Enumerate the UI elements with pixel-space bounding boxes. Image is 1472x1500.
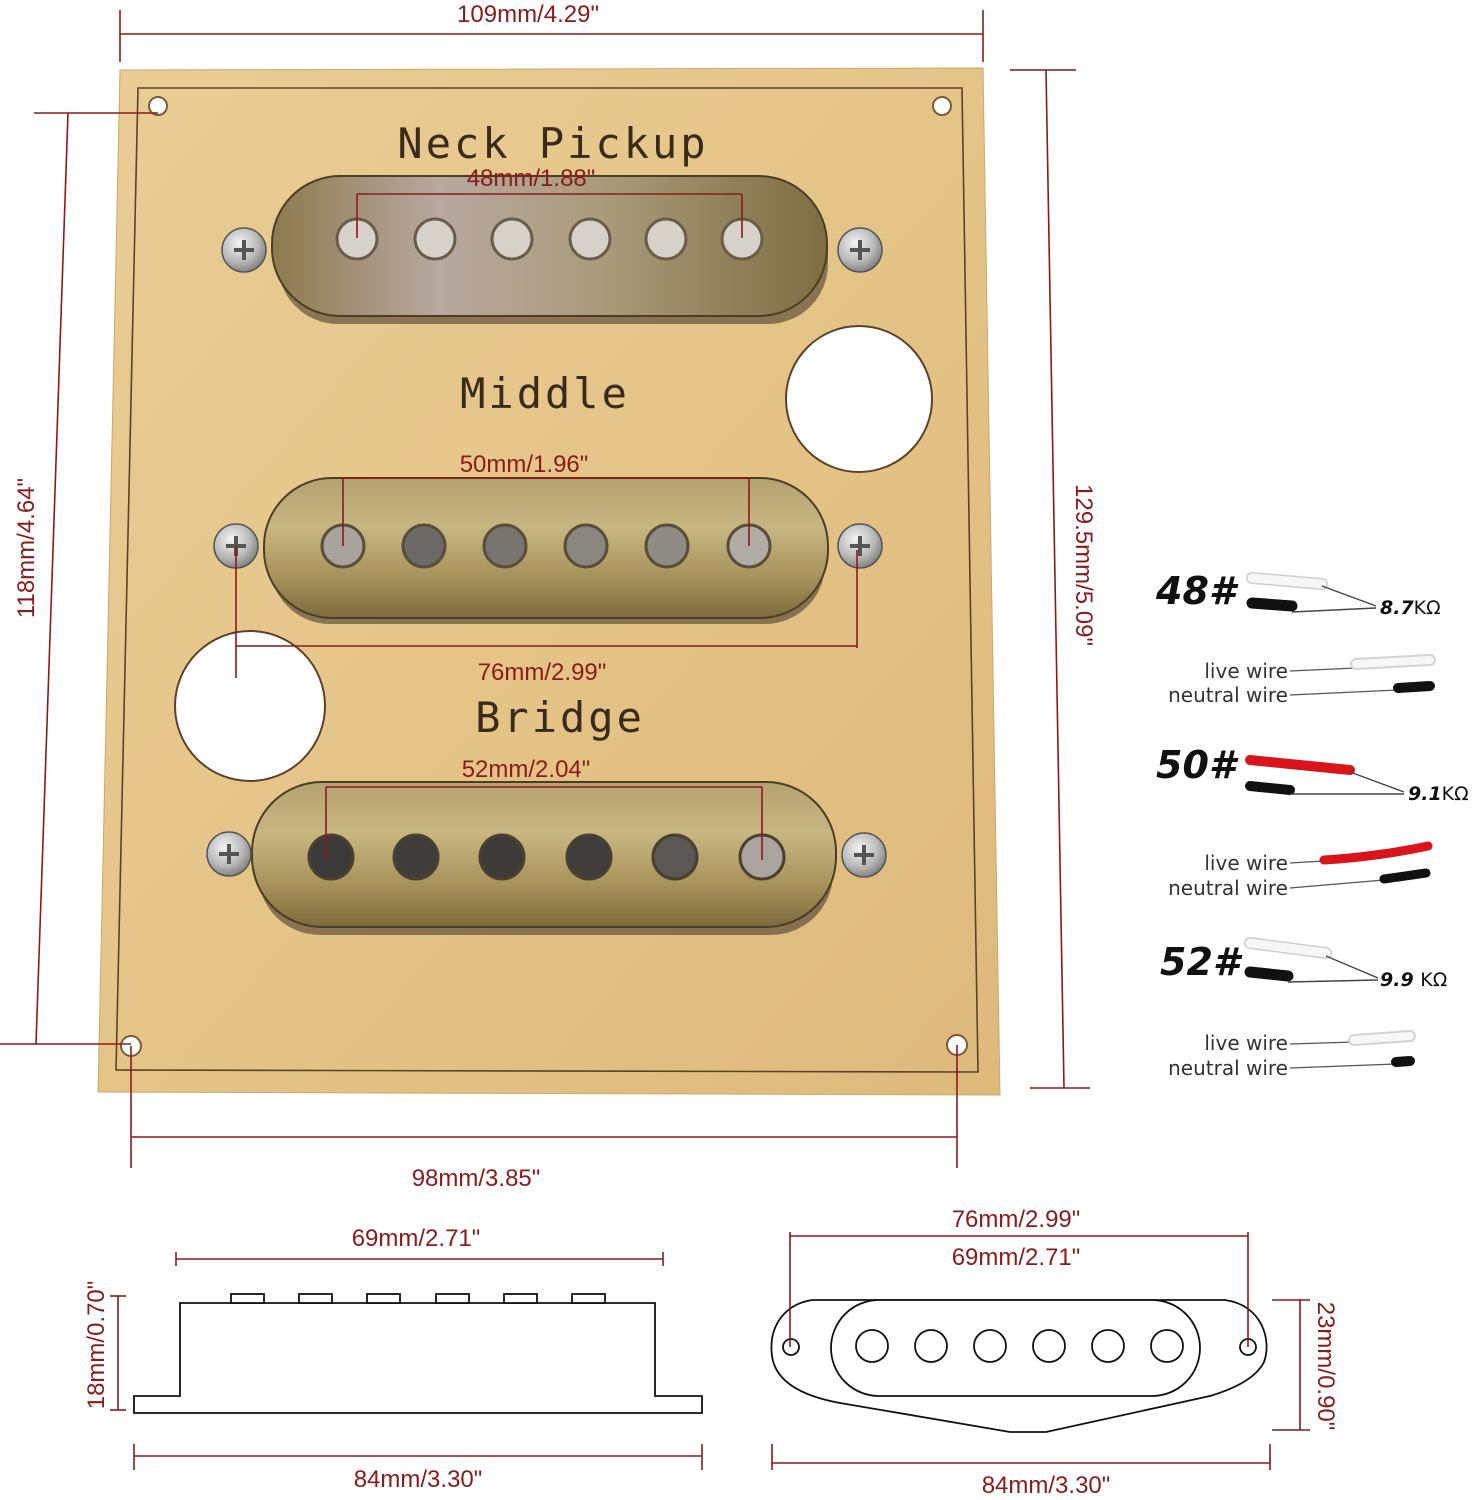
wiring-50: 50# 9.1KΩ live wire neutral wire <box>1156 743 1469 900</box>
bridge-pickup <box>206 781 887 935</box>
side-pole-4 <box>435 1293 470 1304</box>
bridge-pole-pieces <box>307 833 786 881</box>
screw-icon <box>837 227 883 273</box>
resistance-50: 9.1KΩ <box>1408 783 1469 805</box>
wiring-48: 48# 8.7KΩ live wire neutral wire <box>1155 569 1441 707</box>
bridge-pole-3 <box>478 833 526 881</box>
neck-pole-4 <box>568 217 612 261</box>
top-screw-span-label: 76mm/2.99" <box>952 1206 1081 1233</box>
hole-spacing-label: 98mm/3.85" <box>412 1165 541 1192</box>
bridge-pole-2 <box>392 833 440 881</box>
top-base-length-label: 84mm/3.30" <box>982 1472 1111 1499</box>
bridge-pole-5 <box>651 833 699 881</box>
side-pole-6 <box>571 1293 606 1304</box>
side-view-body <box>133 1302 703 1414</box>
screw-icon <box>841 832 887 878</box>
side-pole-2 <box>298 1293 333 1304</box>
bridge-pole-4 <box>565 833 613 881</box>
neck-pickup <box>221 175 883 324</box>
top-pole-5 <box>1091 1329 1125 1363</box>
mounting-hole-top-left <box>148 96 168 116</box>
screw-span-label: 76mm/2.99" <box>478 659 607 686</box>
live-wire-label-50: live wire <box>1204 851 1288 875</box>
wiring-52: 52# 9.9 KΩ live wire neutral wire <box>1160 937 1447 1080</box>
middle-pole-5 <box>644 523 690 569</box>
side-pole-1 <box>230 1293 265 1304</box>
middle-pickup <box>213 477 883 624</box>
live-wire-label-52: live wire <box>1204 1031 1288 1055</box>
bridge-pole-1 <box>307 833 355 881</box>
top-pole-3 <box>973 1329 1007 1363</box>
side-pole-5 <box>503 1293 538 1304</box>
neck-pole-5 <box>644 217 688 261</box>
neck-pole-2 <box>413 217 457 261</box>
middle-pole-4 <box>563 523 609 569</box>
neck-pole-span-label: 48mm/1.88" <box>467 165 596 192</box>
top-view-cover <box>830 1299 1201 1397</box>
resistance-48: 8.7KΩ <box>1380 597 1441 619</box>
top-pole-2 <box>914 1329 948 1363</box>
board-engraved-border <box>115 87 979 1073</box>
top-pole-6 <box>1150 1329 1184 1363</box>
side-height-label: 18mm/0.70" <box>83 1281 110 1410</box>
neck-pickup-cover <box>271 175 828 317</box>
model-50-label: 50# <box>1156 743 1239 787</box>
screw-icon <box>221 227 267 273</box>
bridge-pickup-cover <box>251 781 837 928</box>
top-pole-1 <box>855 1329 889 1363</box>
screw-icon <box>837 523 883 569</box>
model-52-label: 52# <box>1160 940 1243 984</box>
middle-pole-span-label: 50mm/1.96" <box>460 451 589 478</box>
resistance-52: 9.9 KΩ <box>1380 969 1447 991</box>
mounting-hole-top-right <box>932 96 952 116</box>
side-view-drawing: 69mm/2.71" 18mm/0.70" 84mm/3.30" <box>83 1225 703 1493</box>
top-width-label: 23mm/0.90" <box>1312 1302 1339 1431</box>
model-48-label: 48# <box>1155 569 1239 613</box>
neutral-wire-label-52: neutral wire <box>1168 1056 1288 1080</box>
neutral-wire-label-48: neutral wire <box>1168 683 1288 707</box>
middle-pole-2 <box>401 523 447 569</box>
screw-icon <box>206 831 252 877</box>
top-cover-length-label: 69mm/2.71" <box>952 1244 1081 1271</box>
top-pole-4 <box>1032 1329 1066 1363</box>
board-dimensions: 109mm/4.29" 118mm/4.64" 129.5mm/5.09" 98… <box>0 1 1097 1192</box>
control-cutout-left <box>174 630 326 782</box>
hole-height-label: 118mm/4.64" <box>13 478 40 618</box>
neck-pickup-label: Neck Pickup <box>397 119 708 168</box>
neck-pole-3 <box>490 217 534 261</box>
top-mount-hole-left <box>782 1338 800 1356</box>
bridge-pole-span-label: 52mm/2.04" <box>462 756 591 783</box>
middle-pole-3 <box>482 523 528 569</box>
neutral-wire-label-50: neutral wire <box>1168 876 1288 900</box>
side-top-length-label: 69mm/2.71" <box>352 1225 481 1252</box>
control-cutout-right <box>785 325 933 473</box>
bridge-pickup-label: Bridge <box>475 693 645 742</box>
board-height-label: 129.5mm/5.09" <box>1070 484 1097 646</box>
top-view-drawing: 76mm/2.99" 69mm/2.71" 23mm/0.90" 84mm/3.… <box>770 1206 1339 1499</box>
live-wire-label-48: live wire <box>1204 659 1288 683</box>
wiring-legend: 48# 8.7KΩ live wire neutral wire 50# 9.1… <box>1155 569 1469 1080</box>
side-pole-3 <box>366 1293 401 1304</box>
side-base-length-label: 84mm/3.30" <box>354 1466 483 1493</box>
board-width-label: 109mm/4.29" <box>457 1 599 28</box>
middle-pickup-label: Middle <box>460 369 630 418</box>
